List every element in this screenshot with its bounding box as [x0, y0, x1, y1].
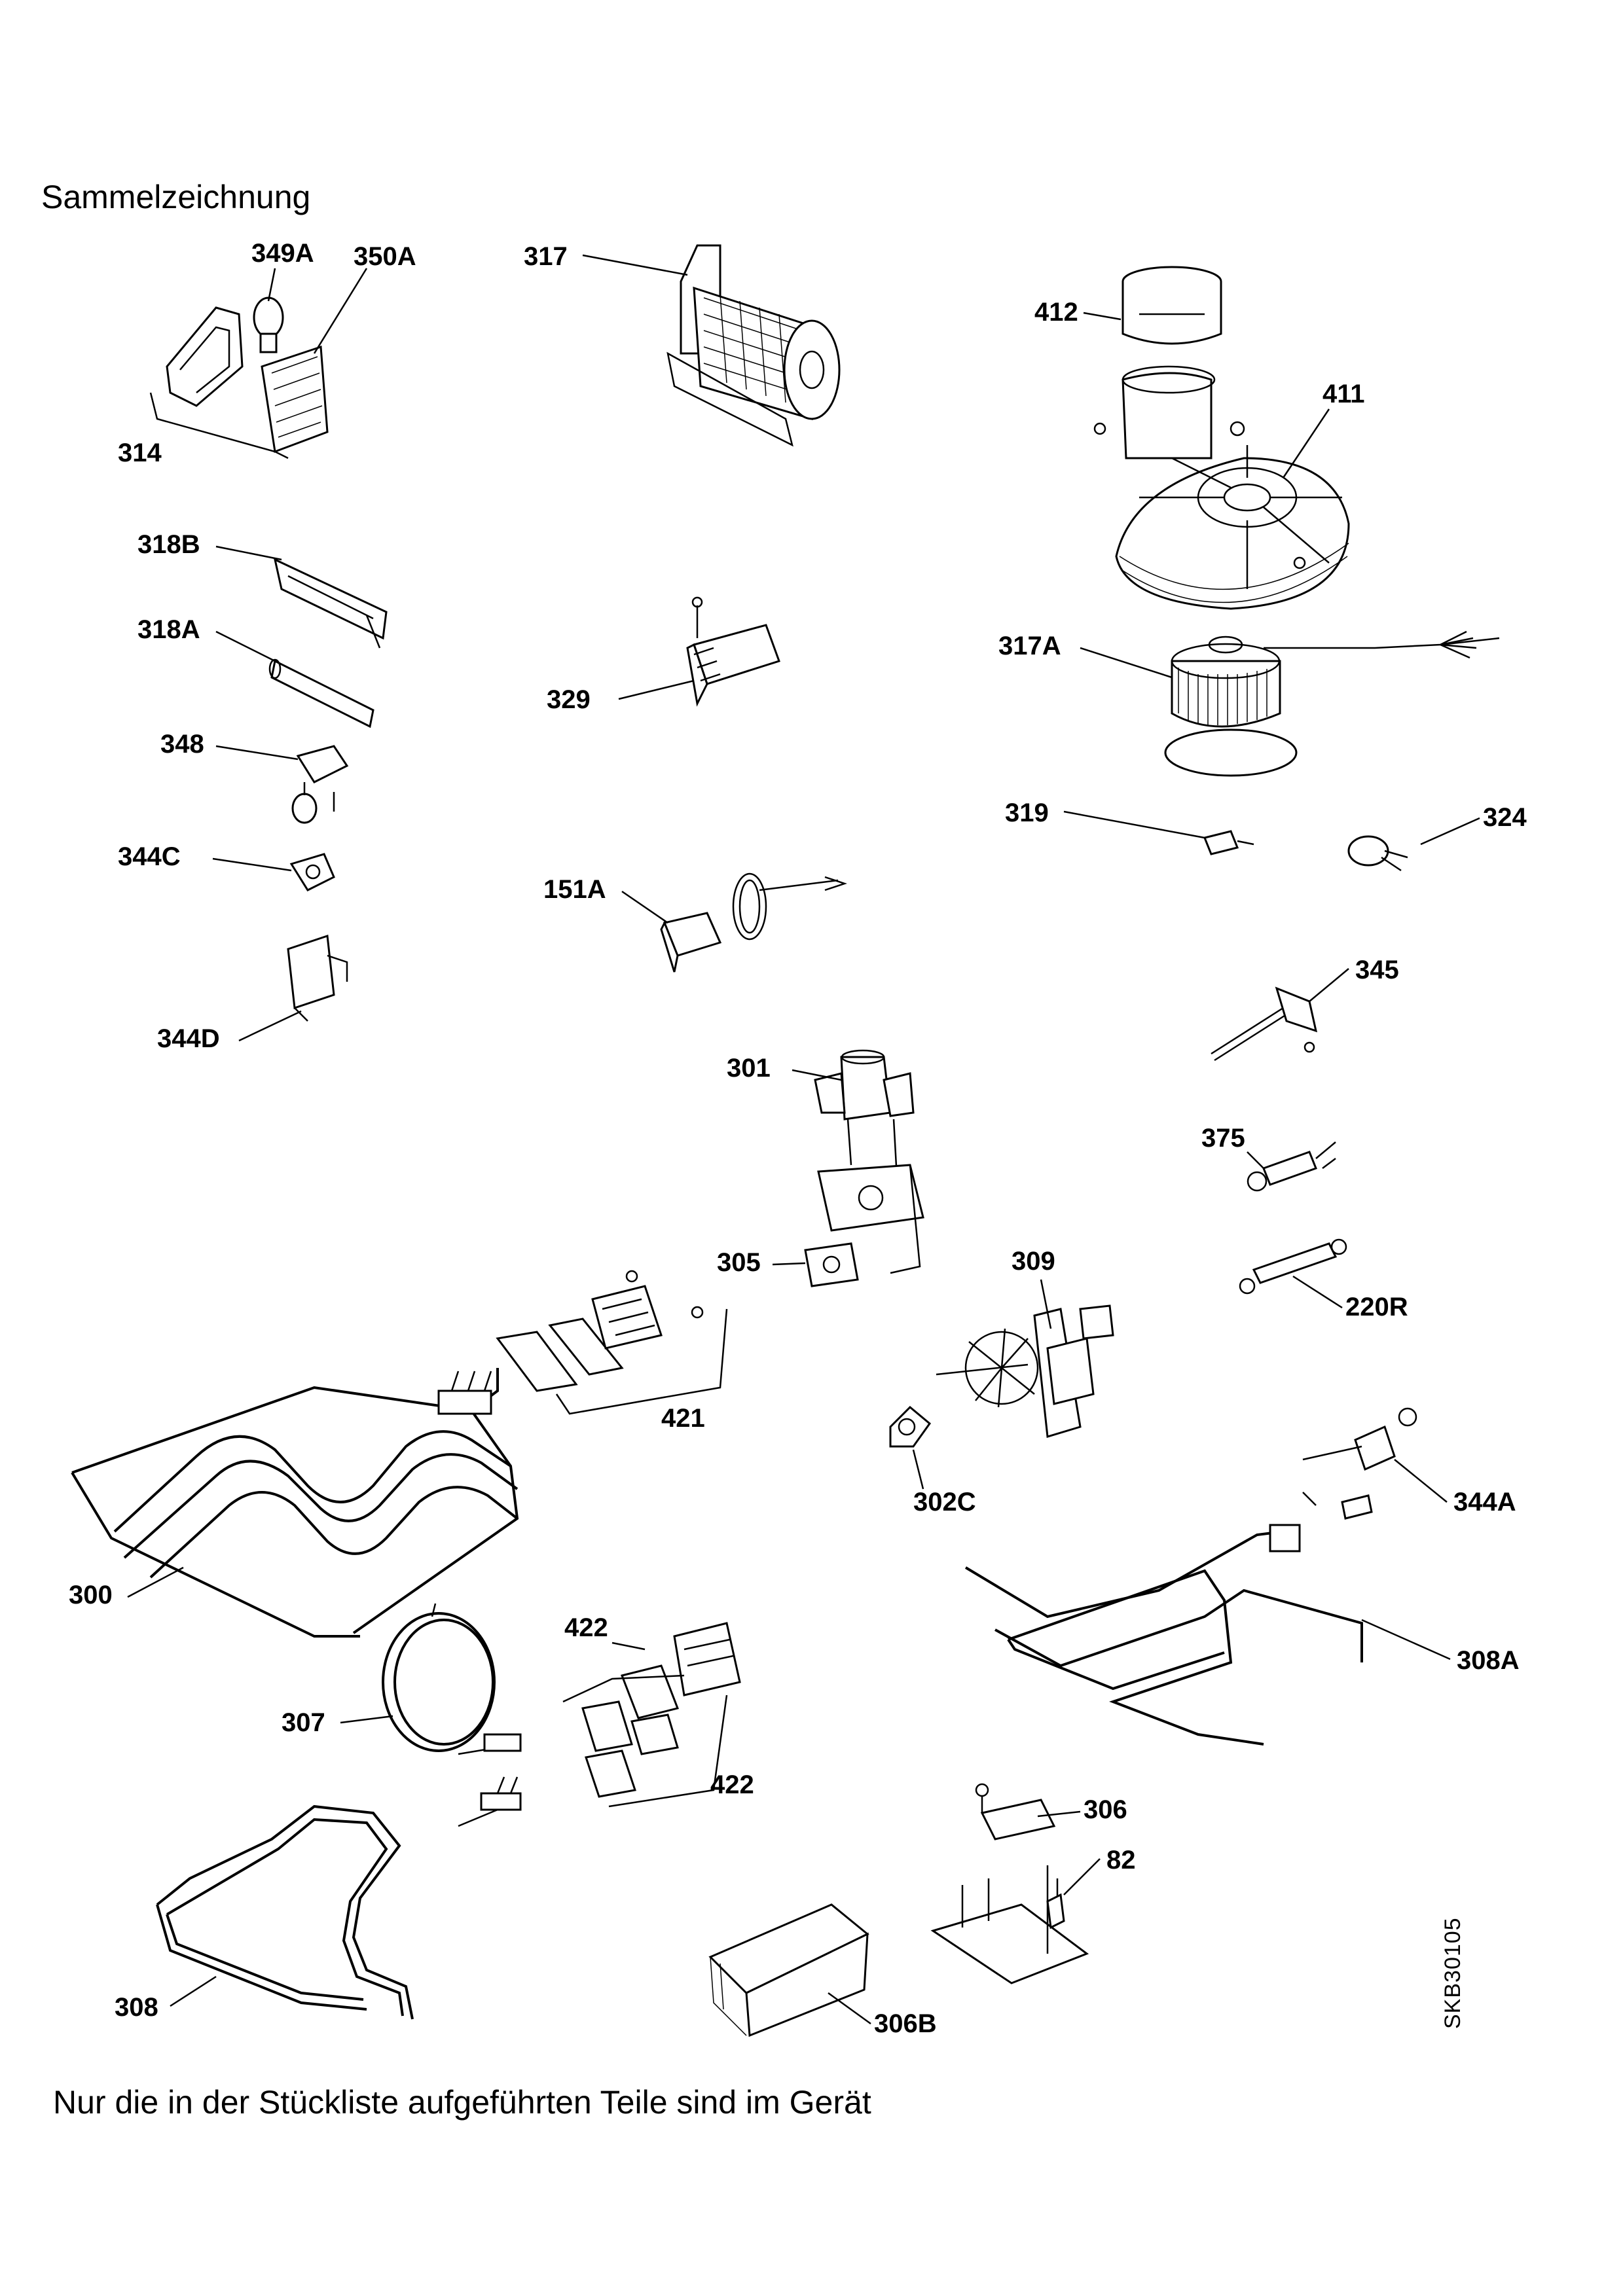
- footer-note: Nur die in der Stückliste aufgeführten T…: [53, 2084, 871, 2121]
- label-422-bottom: 422: [710, 1770, 754, 1799]
- label-309: 309: [1012, 1247, 1055, 1276]
- document-code: SKB30105: [1440, 1917, 1465, 2029]
- label-350A: 350A: [354, 242, 416, 271]
- label-306B: 306B: [874, 2009, 937, 2038]
- label-344D: 344D: [157, 1024, 220, 1053]
- sensor-345-part: [1211, 986, 1318, 1062]
- label-82: 82: [1106, 1846, 1136, 1874]
- motor-bracket-301-part: [814, 1049, 924, 1274]
- label-421: 421: [661, 1404, 705, 1433]
- label-308A: 308A: [1457, 1646, 1520, 1675]
- label-307: 307: [282, 1708, 325, 1737]
- lamp-holder-375-part: [1247, 1141, 1336, 1192]
- heating-element-308A-part: [964, 1524, 1363, 1746]
- thermostat-151A-part: [660, 872, 847, 973]
- label-345: 345: [1355, 956, 1399, 984]
- cover-306B-part: [708, 1903, 869, 2037]
- label-422-top: 422: [564, 1613, 608, 1642]
- label-317A: 317A: [998, 632, 1061, 660]
- label-329: 329: [547, 685, 591, 714]
- relay-329-part: [686, 596, 780, 707]
- tangential-fan-part: [666, 244, 841, 447]
- label-302C: 302C: [913, 1488, 976, 1516]
- fan-motor-309-part: [936, 1304, 1114, 1438]
- fan-motor-part: [1164, 630, 1500, 777]
- heater-220R-part: [1239, 1238, 1347, 1295]
- terminal-block-421-part: [496, 1270, 728, 1415]
- label-349A: 349A: [251, 239, 314, 268]
- switch-344C-part: [289, 853, 335, 891]
- label-319: 319: [1005, 798, 1049, 827]
- label-318B: 318B: [137, 530, 200, 559]
- heating-element-300-part: [71, 1368, 519, 1638]
- label-220R: 220R: [1345, 1293, 1408, 1321]
- bracket-318A-part: [268, 658, 374, 728]
- terminal-block-422-part: [562, 1622, 741, 1808]
- fan-housing-part: [1093, 365, 1350, 610]
- label-314: 314: [118, 439, 162, 467]
- label-308: 308: [115, 1993, 158, 2022]
- label-305: 305: [717, 1248, 761, 1277]
- switch-344A-part: [1302, 1407, 1417, 1520]
- label-411: 411: [1322, 380, 1365, 408]
- drawing-title: Sammelzeichnung: [41, 179, 311, 215]
- switch-348-part: [291, 745, 349, 824]
- label-348: 348: [160, 730, 204, 759]
- label-306: 306: [1084, 1795, 1127, 1824]
- ring-heater-307-part: [382, 1603, 522, 1755]
- label-301: 301: [727, 1054, 771, 1083]
- label-375: 375: [1201, 1124, 1245, 1153]
- switch-319-part: [1203, 830, 1254, 855]
- label-300: 300: [69, 1581, 113, 1609]
- bracket-306-part: [930, 1783, 1089, 1984]
- capacitor-324-part: [1347, 835, 1408, 872]
- fan-collar-part: [1122, 266, 1222, 345]
- label-412: 412: [1034, 298, 1078, 327]
- bracket-318B-part: [273, 558, 388, 649]
- fan-blade-302C-part: [889, 1405, 932, 1448]
- label-317: 317: [524, 242, 568, 271]
- label-151A: 151A: [543, 875, 606, 904]
- label-344C: 344C: [118, 842, 181, 871]
- lamp-housing-part: [149, 296, 329, 459]
- label-324: 324: [1483, 803, 1527, 832]
- seal-305-part: [804, 1242, 859, 1287]
- label-344A: 344A: [1453, 1488, 1516, 1516]
- switch-344D-part: [287, 934, 348, 1022]
- heating-element-308-part: [156, 1776, 522, 2020]
- label-318A: 318A: [137, 615, 200, 644]
